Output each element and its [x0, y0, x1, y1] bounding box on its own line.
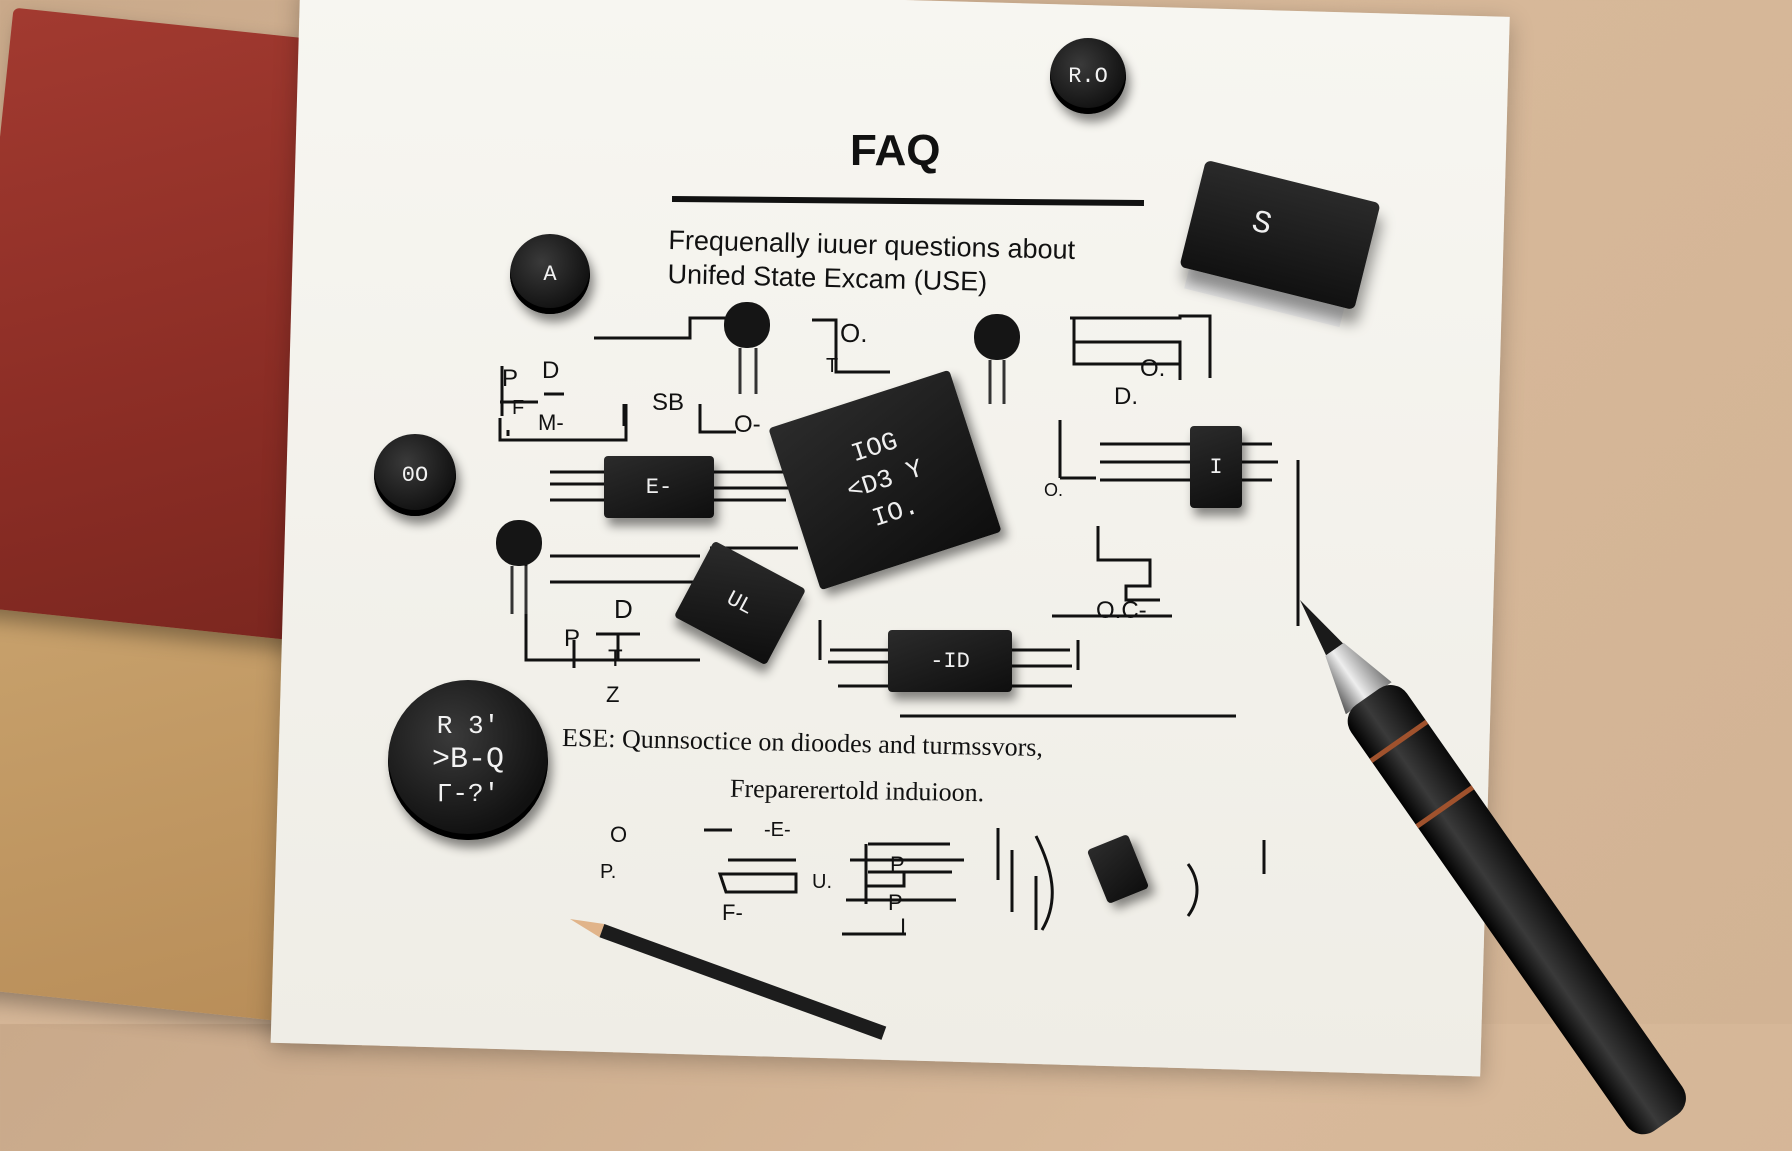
button-ro: R.O — [1050, 38, 1126, 114]
photo-scene: FAQ Frequenally iuuer questions about Un… — [0, 0, 1694, 1143]
label-p-lower: P — [564, 625, 580, 652]
label-o-small: O. — [1044, 480, 1063, 500]
label-sb: SB — [652, 389, 684, 416]
ic-chip-e: E- — [604, 456, 714, 518]
circuit-labels: O. T O. D. D P F M- SB O- O. O.C- D P T … — [502, 318, 1165, 939]
label-o-right: O. — [1140, 355, 1165, 382]
chip-i-label: I — [1209, 454, 1223, 480]
chip-d-label: -ID — [930, 648, 970, 674]
label-o-mid: O- — [734, 411, 761, 438]
label-f-left: F — [512, 397, 524, 419]
ic-chip-d: -ID — [888, 630, 1012, 692]
button-r3-line-3: Γ-?' — [436, 779, 500, 809]
label-t-top: T — [826, 355, 838, 377]
label-m-left: M- — [538, 410, 564, 435]
label-p-left: P — [502, 365, 518, 392]
label-d-right: D. — [1114, 383, 1138, 410]
button-r3: R 3' >B-Q Γ-?' — [388, 680, 548, 840]
button-oo: 0O — [374, 434, 456, 516]
button-oo-label: 0O — [401, 462, 429, 488]
page-title: FAQ — [850, 126, 941, 175]
button-a-label: A — [543, 261, 557, 287]
switch-label: S — [1247, 203, 1276, 245]
label-p-box-1: P — [890, 852, 905, 877]
label-d-left: D — [542, 357, 559, 384]
transistors — [496, 302, 1020, 614]
label-p-bottom: P. — [600, 861, 616, 883]
transistor-top-left — [724, 302, 770, 394]
button-ro-label: R.O — [1068, 63, 1108, 89]
button-a: A — [510, 234, 590, 314]
label-i-bottom: I — [900, 914, 906, 939]
label-o-top: O. — [840, 318, 867, 348]
transistor-top-right — [974, 314, 1020, 404]
circuit-wires — [498, 314, 1300, 936]
button-r3-line-1: R 3' — [436, 711, 500, 741]
ic-chip-i: I — [1190, 426, 1242, 508]
label-e-bottom: -E- — [764, 819, 791, 841]
label-z-lower: Z — [606, 682, 619, 707]
circuit-diagram: O. T O. D. D P F M- SB O- O. O.C- D P T … — [496, 302, 1300, 939]
transistor-left — [496, 520, 542, 614]
label-o-bottom: O — [610, 822, 627, 847]
chip-uc-label: UL — [722, 585, 758, 621]
label-f-bottom: F- — [722, 900, 743, 925]
chip-e-label: E- — [645, 474, 673, 500]
prep-text: Freparerertold induioon. — [729, 773, 985, 808]
label-u-bottom: U. — [812, 871, 832, 893]
label-t-lower: T — [608, 645, 623, 672]
label-oc: O.C- — [1096, 597, 1147, 624]
label-p-box-2: P — [888, 890, 903, 915]
label-d-lower: D — [614, 594, 633, 624]
button-r3-line-2: >B-Q — [431, 743, 504, 777]
